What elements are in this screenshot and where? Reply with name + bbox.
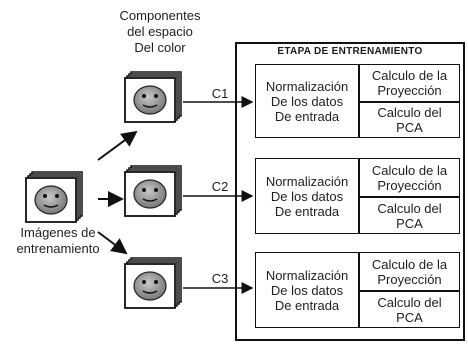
arrow-to-c3 <box>97 231 128 255</box>
component-stack-c2 <box>124 165 182 217</box>
projection-block-c3: Calculo de la Proyección <box>359 252 460 291</box>
pca-block-c2: Calculo del PCA <box>359 197 460 234</box>
arrow-to-c1 <box>97 130 138 161</box>
training-stage-box: ETAPA DE ENTRENAMIENTO <box>235 42 465 341</box>
normalization-block-c1: Normalización De los datos De entrada <box>255 64 359 138</box>
normalization-block-c2: Normalización De los datos De entrada <box>255 158 359 234</box>
training-images-stack <box>25 171 83 223</box>
pca-block-c1: Calculo del PCA <box>359 102 460 138</box>
components-title: Componentes del espacio Del color <box>119 8 201 55</box>
component-stack-c3 <box>124 257 182 309</box>
channel-label-c1: C1 <box>211 86 229 101</box>
pca-block-c3: Calculo del PCA <box>359 291 460 328</box>
channel-label-c2: C2 <box>211 179 229 194</box>
training-images-label: Imágenes de entrenamiento <box>16 225 100 256</box>
training-stage-title: ETAPA DE ENTRENAMIENTO <box>277 46 423 57</box>
channel-label-c3: C3 <box>211 271 229 286</box>
component-stack-c1 <box>124 71 182 123</box>
projection-block-c2: Calculo de la Proyección <box>359 158 460 197</box>
projection-block-c1: Calculo de la Proyección <box>359 64 460 102</box>
normalization-block-c3: Normalización De los datos De entrada <box>255 252 359 328</box>
